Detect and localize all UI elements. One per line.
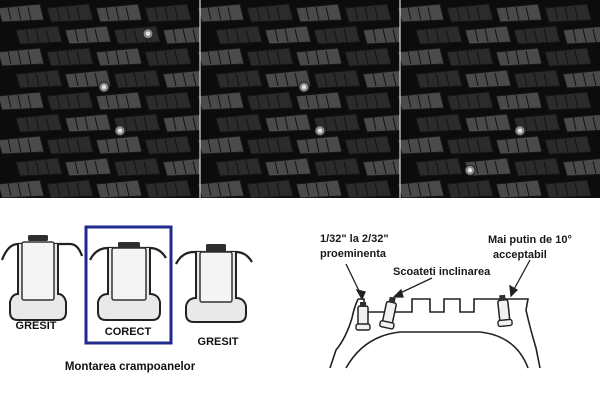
tilt-limit-line2: acceptabil [493,249,547,261]
label-wrong-1: GRESIT [16,320,57,332]
label-correct: CORECT [105,326,152,338]
stud-wrong-high: GRESIT [175,244,253,348]
section-stud-1 [355,302,371,331]
stud-correct: CORECT [84,225,173,345]
tire-cross-section: 1/32" la 2/32" proeminenta Scoateti incl… [320,233,572,369]
tilt-limit-line1: Mai putin de 10° [488,234,572,246]
section-stud-3 [497,294,513,328]
correct-highlight-frame [84,225,173,345]
label-wrong-2: GRESIT [198,336,239,348]
tire-photo-center [197,0,410,198]
stud-installation-diagram: GRESIT CORECT GRESIT Montarea crampoanel… [0,225,572,373]
stud-wrong-deep: GRESIT [0,235,84,332]
protrusion-label-line2: proeminenta [320,248,387,260]
section-stud-2 [379,296,397,330]
tire-tread-photos [0,0,600,198]
protrusion-label-line1: 1/32" la 2/32" [320,233,389,245]
diagram-caption: Montarea crampoanelor [65,361,196,373]
remove-tilt-label: Scoateti inclinarea [393,266,491,278]
tire-photo-right [397,0,600,198]
tire-photo-left [0,0,210,198]
stud-comparison: GRESIT CORECT GRESIT Montarea crampoanel… [0,225,253,373]
